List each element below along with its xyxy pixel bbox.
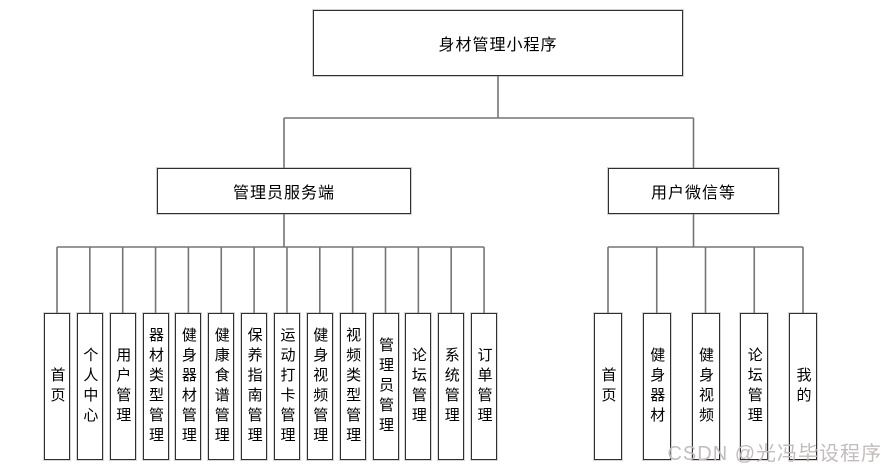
tree-leaf: 管理员管理	[372, 313, 399, 460]
tree-leaf: 健身器材管理	[175, 313, 202, 460]
tree-leaf: 首页	[44, 313, 70, 460]
node-root-mini-program: 身材管理小程序	[313, 10, 683, 76]
tree-leaf: 论坛管理	[405, 313, 432, 460]
node-user-wechat: 用户微信等	[608, 168, 779, 214]
tree-leaf: 我的	[789, 313, 817, 460]
tree-leaf: 用户管理	[109, 313, 136, 460]
tree-leaf: 视频类型管理	[339, 313, 366, 460]
tree-leaf: 个人中心	[76, 313, 103, 460]
tree-leaf: 首页	[594, 313, 622, 460]
tree-leaf: 健康食谱管理	[208, 313, 235, 460]
node-admin-server: 管理员服务端	[157, 168, 411, 214]
tree-leaf: 运动打卡管理	[273, 313, 300, 460]
tree-leaf: 健身视频管理	[306, 313, 333, 460]
tree-leaf: 健身器材	[642, 313, 671, 460]
tree-leaf: 订单管理	[471, 313, 498, 460]
tree-leaf: 保养指南管理	[241, 313, 268, 460]
tree-leaf: 健身视频	[691, 313, 720, 460]
tree-leaf: 器材类型管理	[142, 313, 169, 460]
tree-leaf: 系统管理	[438, 313, 465, 460]
tree-leaf: 论坛管理	[740, 313, 769, 460]
